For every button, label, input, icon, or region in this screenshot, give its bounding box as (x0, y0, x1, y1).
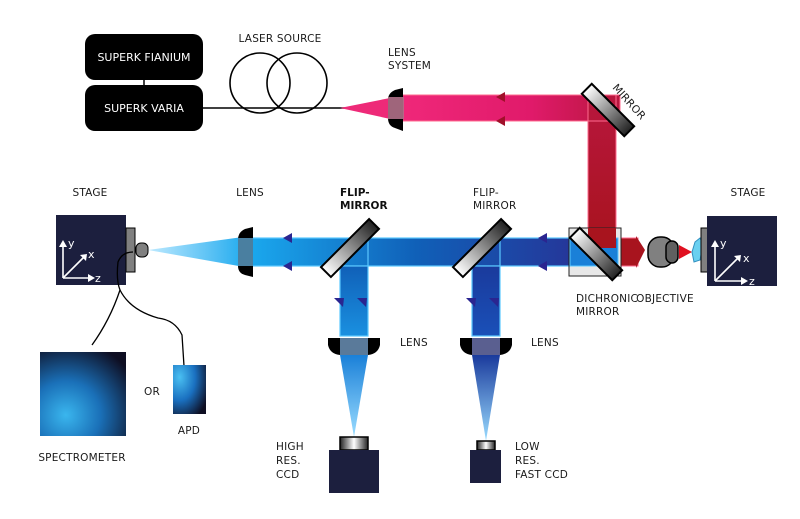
flip-mirror-1-label: FLIP-MIRROR (340, 187, 388, 212)
lens-2-label: LENS (531, 337, 559, 349)
arrow-down-icon (357, 298, 367, 307)
signal-beam-horizontal (249, 237, 621, 267)
flip-mirror-1-icon[interactable] (319, 217, 381, 279)
apd-label: APD (178, 425, 200, 437)
y-axis-label: y (720, 237, 727, 250)
laser-beam-horizontal (397, 94, 621, 122)
flip-mirror-2-icon[interactable] (451, 217, 513, 279)
high-res-ccd-icon (329, 436, 379, 493)
stage-right-label: STAGE (730, 187, 765, 199)
or-label: OR (144, 386, 160, 398)
arrow-left-icon (283, 233, 292, 243)
arrow-left-icon (283, 261, 292, 271)
stage-left-label: STAGE (72, 187, 107, 199)
fiber-cable (119, 289, 185, 367)
stage-left (56, 215, 149, 285)
lens-left-icon (238, 227, 253, 277)
arrow-right-icon (636, 236, 645, 268)
spectrometer-label: SPECTROMETER (38, 452, 125, 464)
superk-varia-label: SUPERK VARIA (104, 102, 184, 115)
fiber-coil-icon (229, 52, 328, 114)
arrow-down-icon (334, 298, 344, 307)
z-axis-label: z (749, 275, 755, 288)
apd-icon (173, 365, 206, 414)
objective-label: OBJECTIVE (636, 293, 694, 305)
axes-icon-right (711, 240, 748, 285)
arrow-down-icon (489, 298, 499, 307)
objective-icon (647, 236, 692, 268)
laser-source-label: LASER SOURCE (239, 33, 322, 45)
x-axis-label: x (88, 248, 95, 261)
stage-right (691, 216, 777, 286)
lens-1-label: LENS (400, 337, 428, 349)
mirror-icon (580, 82, 636, 138)
arrow-left-icon (496, 116, 505, 126)
superk-fianium-label: SUPERK FIANIUM (97, 51, 190, 64)
lens-system-icon (388, 88, 404, 131)
x-axis-label: x (743, 252, 750, 265)
superk-fianium-box: SUPERK FIANIUM (85, 34, 203, 80)
lens-2-icon (460, 338, 512, 355)
low-res-ccd-icon (470, 440, 501, 483)
superk-varia-box: SUPERK VARIA (85, 85, 203, 131)
dichroic-mirror-icon (568, 226, 624, 282)
arrow-down-icon (466, 298, 476, 307)
y-axis-label: y (68, 237, 75, 250)
spectrometer-icon (40, 352, 126, 436)
branch-cone-1 (340, 355, 368, 437)
arrow-left-icon (538, 261, 547, 271)
flip-mirror-2-label: FLIP-MIRROR (473, 187, 517, 212)
arrow-left-icon (496, 92, 505, 102)
laser-cone (340, 97, 395, 120)
lens-left-label: LENS (236, 187, 264, 199)
axes-icon-left (59, 240, 95, 282)
fiber-cable (91, 251, 134, 346)
lens-1-icon (328, 338, 380, 355)
arrow-left-icon (538, 233, 547, 243)
z-axis-label: z (95, 272, 101, 285)
signal-cone-left (148, 236, 250, 268)
branch-cone-2 (472, 355, 500, 441)
